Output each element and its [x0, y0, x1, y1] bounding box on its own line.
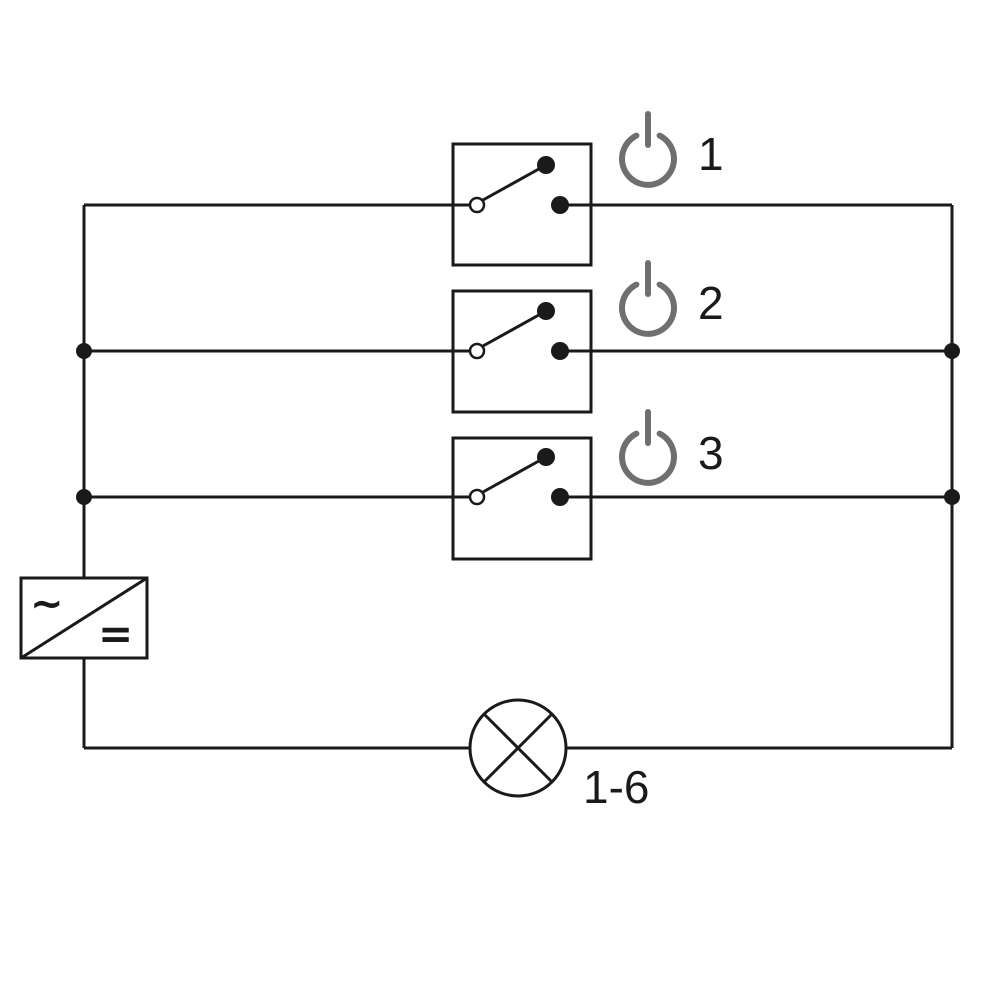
lamp: 1-6 — [468, 698, 649, 813]
switch-2-upper-contact — [537, 302, 555, 320]
switch-1-right-contact — [551, 196, 569, 214]
switch-2 — [451, 289, 593, 414]
switch-3-indicator: 3 — [619, 409, 724, 486]
power-icon — [619, 111, 677, 188]
lamp-icon — [468, 698, 568, 798]
converter-input-symbol: ~ — [30, 581, 64, 627]
junction-right-row-2 — [944, 343, 960, 359]
switch-3-upper-contact — [537, 448, 555, 466]
switch-2-label: 2 — [698, 277, 724, 329]
power-icon — [619, 260, 677, 337]
power-icon — [619, 409, 677, 486]
switch-3 — [451, 436, 593, 561]
converter-diagonal — [20, 576, 148, 660]
wiring — [82, 203, 954, 750]
lamp-label: 1-6 — [583, 761, 649, 813]
switch-1-label: 1 — [698, 128, 724, 180]
switch-1-upper-contact — [537, 156, 555, 174]
converter-output-symbol: = — [98, 609, 133, 658]
junction-right-row-3 — [944, 489, 960, 505]
switch-1-indicator: 1 — [619, 111, 724, 188]
switch-2-right-contact — [551, 342, 569, 360]
switch-3-pivot — [468, 488, 486, 506]
switch-3-right-contact — [551, 488, 569, 506]
switch-1-pivot — [468, 196, 486, 214]
switch-2-indicator: 2 — [619, 260, 724, 337]
switch-1 — [451, 142, 593, 267]
junction-left-row-3 — [76, 489, 92, 505]
switch-3-lever — [482, 455, 547, 494]
switch-3-label: 3 — [698, 427, 724, 479]
switch-2-pivot — [468, 342, 486, 360]
switch-1-lever — [482, 163, 547, 202]
junctions — [76, 343, 960, 505]
junction-left-row-2 — [76, 343, 92, 359]
ac-dc-converter: ~ = — [19, 576, 149, 660]
switch-2-lever — [482, 309, 547, 348]
